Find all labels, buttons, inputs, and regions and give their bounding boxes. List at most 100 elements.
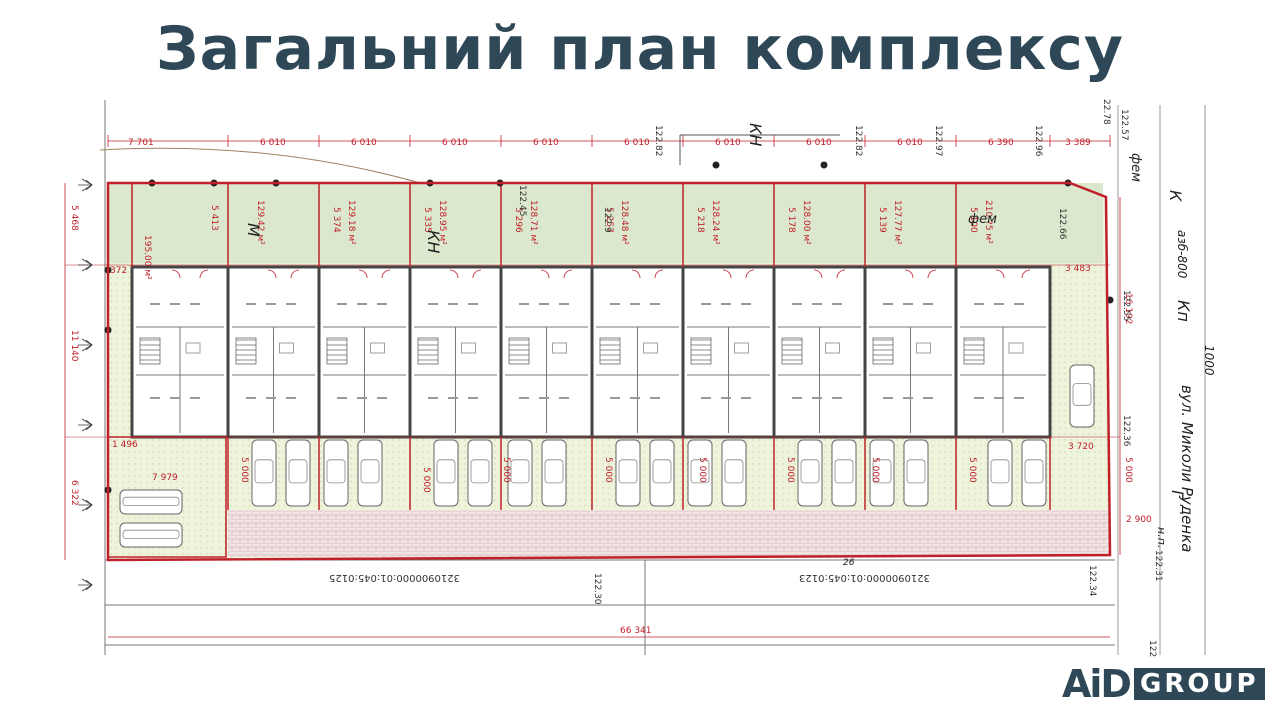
car-cabin [834,459,854,484]
car [869,439,895,507]
right-dim-2: 16 192 [1123,293,1133,325]
right-dim-4: 5 000 [1123,457,1133,483]
townhouse-unit [317,183,406,437]
tree-symbol [78,178,93,192]
room-label-mark [883,397,893,399]
plot-area-9: 127.77 м² [892,200,902,245]
label-g: Г [1168,490,1187,500]
room-label-mark [539,397,549,399]
door-arc [290,269,300,279]
car-cabin [990,459,1010,484]
bathroom-fixture [279,342,294,354]
top-dim-6: 6 010 [624,138,650,148]
car-body [119,522,183,548]
top-dim-4: 6 010 [442,138,468,148]
room-label-mark [701,303,711,305]
car [987,439,1013,507]
car-body [831,439,857,507]
plot-area-4: 128.95 м² [437,200,447,245]
room-label-mark [923,397,933,399]
room-label-mark [337,303,347,305]
plot-width-1: 5 413 [209,205,219,231]
door-arc [472,269,482,279]
room-label-mark [357,303,367,305]
car [831,439,857,507]
townhouse-unit [863,183,952,437]
site-boundary [106,181,1112,562]
room-label-mark [630,397,640,399]
car [541,439,567,507]
room-label-mark [150,303,160,305]
car-cabin [872,459,892,484]
car-cabin [254,459,274,484]
townhouse-unit [681,183,770,437]
elevation-15: 122 [1147,640,1157,657]
door-arc [449,269,459,279]
stair-outline [508,337,530,365]
car-body [797,439,823,507]
plot-width-2: 5 374 [331,207,341,233]
tree-symbol [78,418,93,432]
car-body [119,489,183,515]
plot-area-10: 210.?5 м² [983,200,993,244]
bathroom-fixture [370,342,385,354]
car [285,439,311,507]
plot-area-7: 128.24 м² [710,200,720,245]
total-width: 66 341 [620,626,652,636]
right-dim-5: 2 900 [1126,515,1152,525]
lot-width: 7 979 [152,473,178,483]
car-cabin [122,496,180,506]
plot-width-4: 5 296 [513,207,523,233]
label-m: М [244,223,263,237]
elevation-9: 122.55 [1121,290,1131,322]
parking-dim-4: 5 000 [603,457,613,483]
townhouse-unit [499,183,588,437]
plot-width-8: 5 139 [877,207,887,233]
door-arc [171,269,181,279]
room-label-mark [519,397,529,399]
car [507,439,533,507]
room-label-mark [792,397,802,399]
plot-area-6: 128.48 м² [619,200,629,245]
plot-width-6: 5 218 [695,207,705,233]
room-label-mark [883,303,893,305]
car-body [1069,364,1095,428]
car [433,439,459,507]
site-plan: 195.00 м² 129.42 м² 129.18 м² 128.95 м² … [64,99,1216,657]
bathroom-fixture [461,342,476,354]
top-dim-3: 6 010 [351,138,377,148]
door-arc [199,269,209,279]
bathroom-fixture [734,342,749,354]
elevation-2: 122.82 [853,125,863,157]
logo-mark: AiD [1062,662,1132,706]
car-cabin [326,459,346,484]
room-label-mark [812,303,822,305]
survey-point [712,161,720,169]
top-dim-7: 6 010 [715,138,741,148]
elevation-6: 22.78 [1101,99,1111,125]
room-label-mark [994,303,1004,305]
parking-dim-3: 5 000 [501,457,511,483]
car [1069,364,1095,428]
car-body [1021,439,1047,507]
plot-width-5: 5 257 [604,207,614,233]
room-label-mark [721,303,731,305]
tree-symbol [78,578,93,592]
room-label-mark [559,397,569,399]
door-arc [722,269,732,279]
room-label-mark [266,397,276,399]
room-label-mark [448,303,458,305]
room-label-mark [721,397,731,399]
car-cabin [510,459,530,484]
left-dim-2: 11 140 [69,330,79,362]
tree-symbol [78,338,93,352]
door-arc [540,269,550,279]
elevation-13: 122.34 [1087,565,1097,597]
bathroom-fixture [825,342,840,354]
room-label-mark [903,303,913,305]
car [119,489,183,515]
parking-area [107,364,1095,558]
top-dim-5: 6 010 [533,138,559,148]
bathroom-fixture [643,342,658,354]
car-cabin [800,459,820,484]
